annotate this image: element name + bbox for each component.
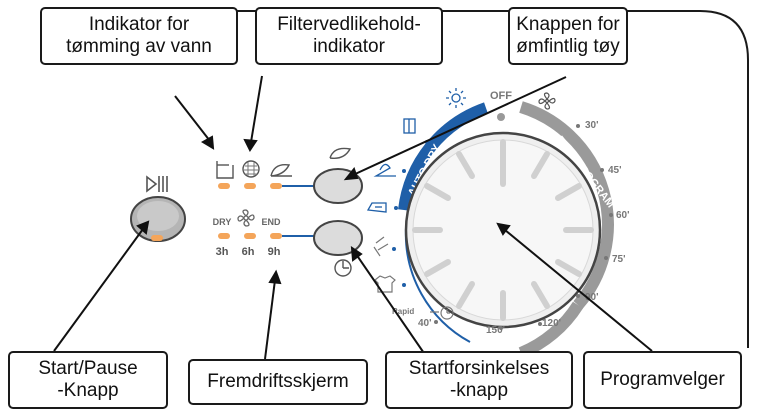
time-30-label: 30' [585, 120, 599, 131]
water-empty-indicator-callout: Indikator for tømming av vann [40, 7, 238, 65]
delay-start-button[interactable] [313, 220, 363, 256]
delay-start-callout: Startforsinkelses -knapp [385, 351, 573, 409]
filter-led [244, 183, 256, 189]
dial-dot [394, 206, 398, 210]
dial-dot [392, 247, 396, 251]
door-icon [403, 118, 416, 134]
fan-icon [237, 209, 255, 227]
delicate-button-icon [329, 147, 352, 159]
dial-grip-marks [412, 139, 594, 321]
filter-icon [242, 160, 260, 178]
fan-icon-dial [538, 92, 556, 110]
time-75-label: 75' [612, 254, 626, 265]
time-program-arc [519, 101, 614, 309]
start-pause-led [151, 235, 163, 241]
pointer-lines [53, 75, 653, 360]
auto-dry-arc [398, 102, 489, 211]
program-selector-callout: Programvelger [583, 351, 742, 409]
mix-fabric-icon [373, 236, 389, 257]
delay-6h-label: 6h [242, 246, 255, 258]
off-label: OFF [490, 90, 512, 102]
end-label: END [261, 217, 281, 227]
feather-icon [270, 164, 292, 177]
time-90-label: 90' [585, 292, 599, 303]
progress-led-1 [218, 233, 230, 239]
dial-dot [402, 283, 406, 287]
delay-3h-label: 3h [216, 246, 229, 258]
time-60-label: 60' [616, 210, 630, 221]
delay-9h-label: 9h [268, 246, 281, 258]
panel-outline [160, 10, 749, 348]
rapid-label: Rapid [392, 307, 414, 316]
time-45-label: 45' [608, 165, 622, 176]
start-pause-callout: Start/Pause -Knapp [8, 351, 168, 409]
shirt-icon [374, 275, 396, 293]
time-40-label: 40' [418, 318, 432, 329]
start-pause-button[interactable] [130, 175, 186, 242]
progress-led-2 [244, 233, 256, 239]
water-empty-led [218, 183, 230, 189]
progress-led-3 [270, 233, 282, 239]
delicate-led [270, 183, 282, 189]
time-program-arc-bottom [518, 301, 584, 359]
clock-icon [334, 259, 352, 277]
delicate-button-callout: Knappen for ømfintlig tøy [508, 7, 628, 65]
dial-scale-dots [434, 124, 613, 330]
dry-label: DRY [213, 217, 232, 227]
progress-display-callout: Fremdriftsskjerm [188, 359, 368, 405]
hanger-icon [373, 163, 396, 177]
time-150-label: 150' [486, 325, 505, 336]
off-dot [497, 113, 505, 121]
dial-dot [402, 169, 406, 173]
time-120-label: 120' [542, 318, 561, 329]
rapid-icon [430, 306, 454, 320]
sun-icon [446, 88, 466, 108]
play-pause-icon [146, 175, 168, 193]
filter-maintenance-indicator-callout: Filtervedlikehold- indikator [255, 7, 443, 65]
iron-icon [366, 202, 387, 213]
water-tank-icon [216, 161, 234, 179]
